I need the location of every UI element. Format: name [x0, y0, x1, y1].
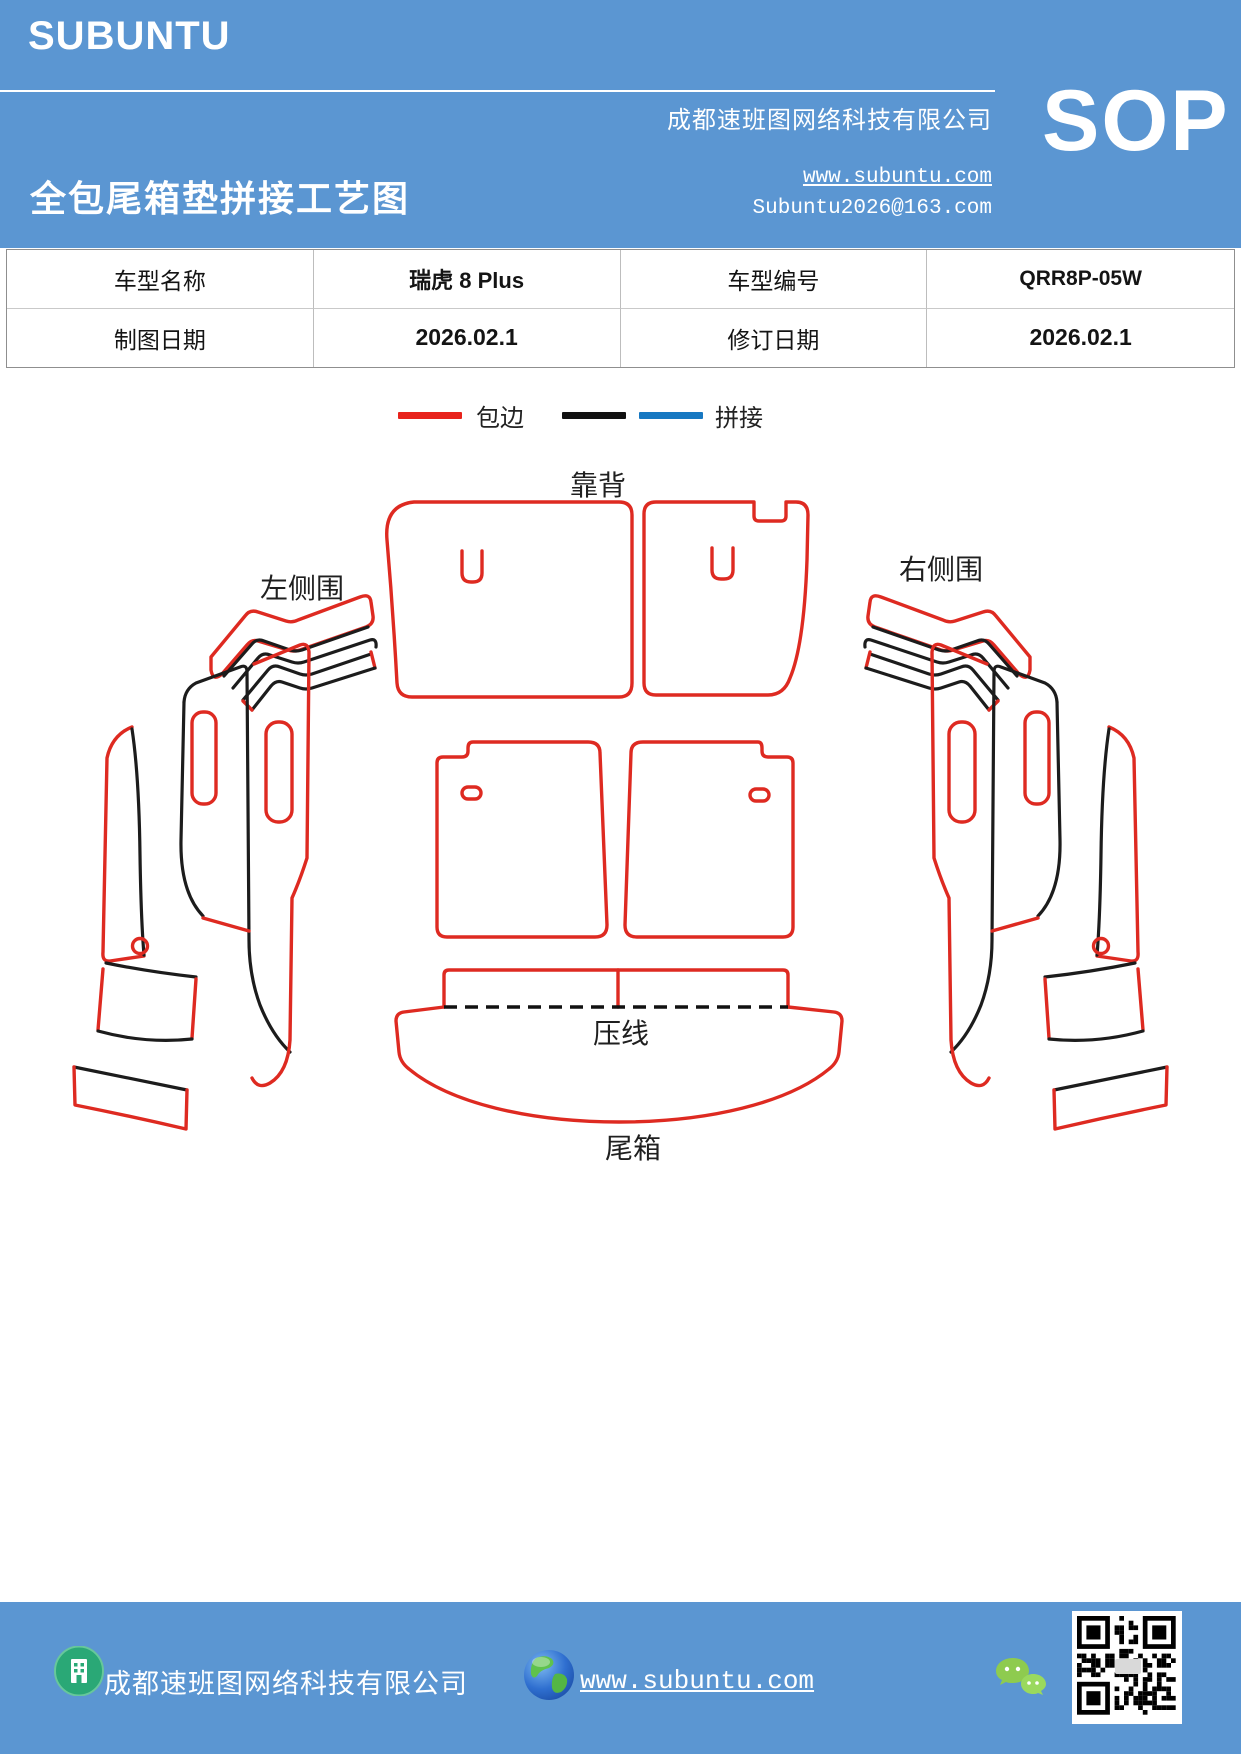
page-header: SUBUNTU 全包尾箱垫拼接工艺图 成都速班图网络科技有限公司 www.sub…: [0, 0, 1241, 248]
splice-blue-swatch: [639, 411, 703, 419]
right-side-assembly: [863, 594, 1169, 1131]
trunk-label: 尾箱: [605, 1133, 661, 1164]
binding-line-swatch: [398, 411, 462, 419]
floor-mat-right: [623, 740, 795, 939]
qr-code: [1072, 1611, 1182, 1724]
model-name-value: 瑞虎 8 Plus: [313, 250, 621, 309]
revision-date-label: 修订日期: [621, 308, 928, 367]
revision-date-value: 2026.02.1: [1029, 324, 1132, 351]
building-icon: [54, 1646, 104, 1696]
model-name-label: 车型名称: [7, 250, 314, 309]
backrest-right-piece: [642, 500, 810, 697]
footer-company-name: 成都速班图网络科技有限公司: [104, 1669, 468, 1699]
draw-date-label: 制图日期: [7, 308, 314, 367]
page-footer: 成都速班图网络科技有限公司 www.subuntu.com: [0, 1602, 1241, 1754]
brand-logo: SUBUNTU: [28, 14, 231, 58]
left-side-assembly: [72, 594, 378, 1131]
splice-label: 拼接: [715, 404, 763, 432]
floor-mat-left: [435, 740, 609, 939]
footer-website-link[interactable]: www.subuntu.com: [580, 1666, 815, 1696]
line-legend: 包边 拼接: [398, 401, 763, 432]
header-divider: [0, 90, 995, 92]
header-email: Subuntu2026@163.com: [752, 197, 992, 220]
model-code-label: 车型编号: [620, 250, 928, 309]
backrest-left-piece: [385, 500, 634, 699]
page-title: 全包尾箱垫拼接工艺图: [30, 179, 411, 219]
wechat-icon: [996, 1658, 1046, 1695]
left-side-label: 左侧围: [260, 573, 344, 604]
header-website-link[interactable]: www.subuntu.com: [802, 166, 992, 189]
draw-date-value: 2026.02.1: [314, 308, 621, 367]
globe-icon: [524, 1650, 574, 1700]
binding-label: 包边: [476, 404, 524, 432]
press-line-label: 压线: [593, 1018, 649, 1049]
backrest-label: 靠背: [570, 470, 626, 501]
sop-badge: SOP: [1042, 73, 1230, 169]
splice-black-swatch: [562, 411, 626, 419]
header-company-name: 成都速班图网络科技有限公司: [667, 108, 992, 134]
vehicle-info-table: 车型名称 瑞虎 8 Plus 车型编号 QRR8P-05W 制图日期 2026.…: [6, 249, 1235, 368]
right-side-label: 右侧围: [899, 554, 983, 585]
model-code-value: QRR8P-05W: [927, 250, 1234, 309]
trunk-piece: [394, 968, 844, 1124]
